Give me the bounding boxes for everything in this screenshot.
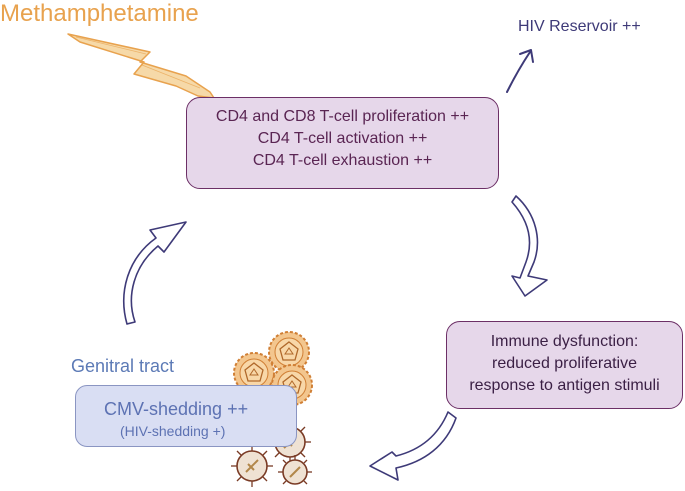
lightning-arrow-icon bbox=[67, 33, 215, 99]
immune-line-1: Immune dysfunction: bbox=[490, 333, 639, 350]
genital-tract-label: Genitral tract bbox=[71, 356, 175, 376]
spiky-virus-icon bbox=[278, 455, 312, 485]
tcell-line-proliferation: CD4 and CD8 T-cell proliferation ++ bbox=[215, 108, 470, 125]
immune-dysfunction-box: Immune dysfunction: reduced proliferativ… bbox=[446, 321, 683, 409]
hiv-shedding-label: (HIV-shedding +) bbox=[120, 423, 226, 439]
virus-particle-icon bbox=[233, 352, 275, 394]
curved-arrow-down-right-icon bbox=[511, 195, 548, 297]
cmv-shedding-box: CMV-shedding ++ (HIV-shedding +) bbox=[75, 385, 297, 447]
methamphetamine-title: Methamphetamine bbox=[0, 0, 199, 27]
immune-line-3: response to antigen stimuli bbox=[469, 377, 660, 394]
hiv-reservoir-label: HIV Reservoir ++ bbox=[518, 18, 641, 35]
cmv-shedding-label: CMV-shedding ++ bbox=[104, 399, 249, 419]
arrow-to-hiv-reservoir-icon bbox=[506, 49, 534, 93]
immune-line-2: reduced proliferative bbox=[492, 355, 637, 372]
spiky-virus-icon bbox=[231, 445, 273, 487]
tcell-line-exhaustion: CD4 T-cell exhaustion ++ bbox=[252, 152, 433, 169]
tcell-line-activation: CD4 T-cell activation ++ bbox=[257, 130, 428, 147]
tcell-effects-box: CD4 and CD8 T-cell proliferation ++ CD4 … bbox=[186, 97, 499, 189]
curved-arrow-bottom-icon bbox=[369, 411, 457, 481]
curved-arrow-up-left-icon bbox=[123, 221, 187, 325]
